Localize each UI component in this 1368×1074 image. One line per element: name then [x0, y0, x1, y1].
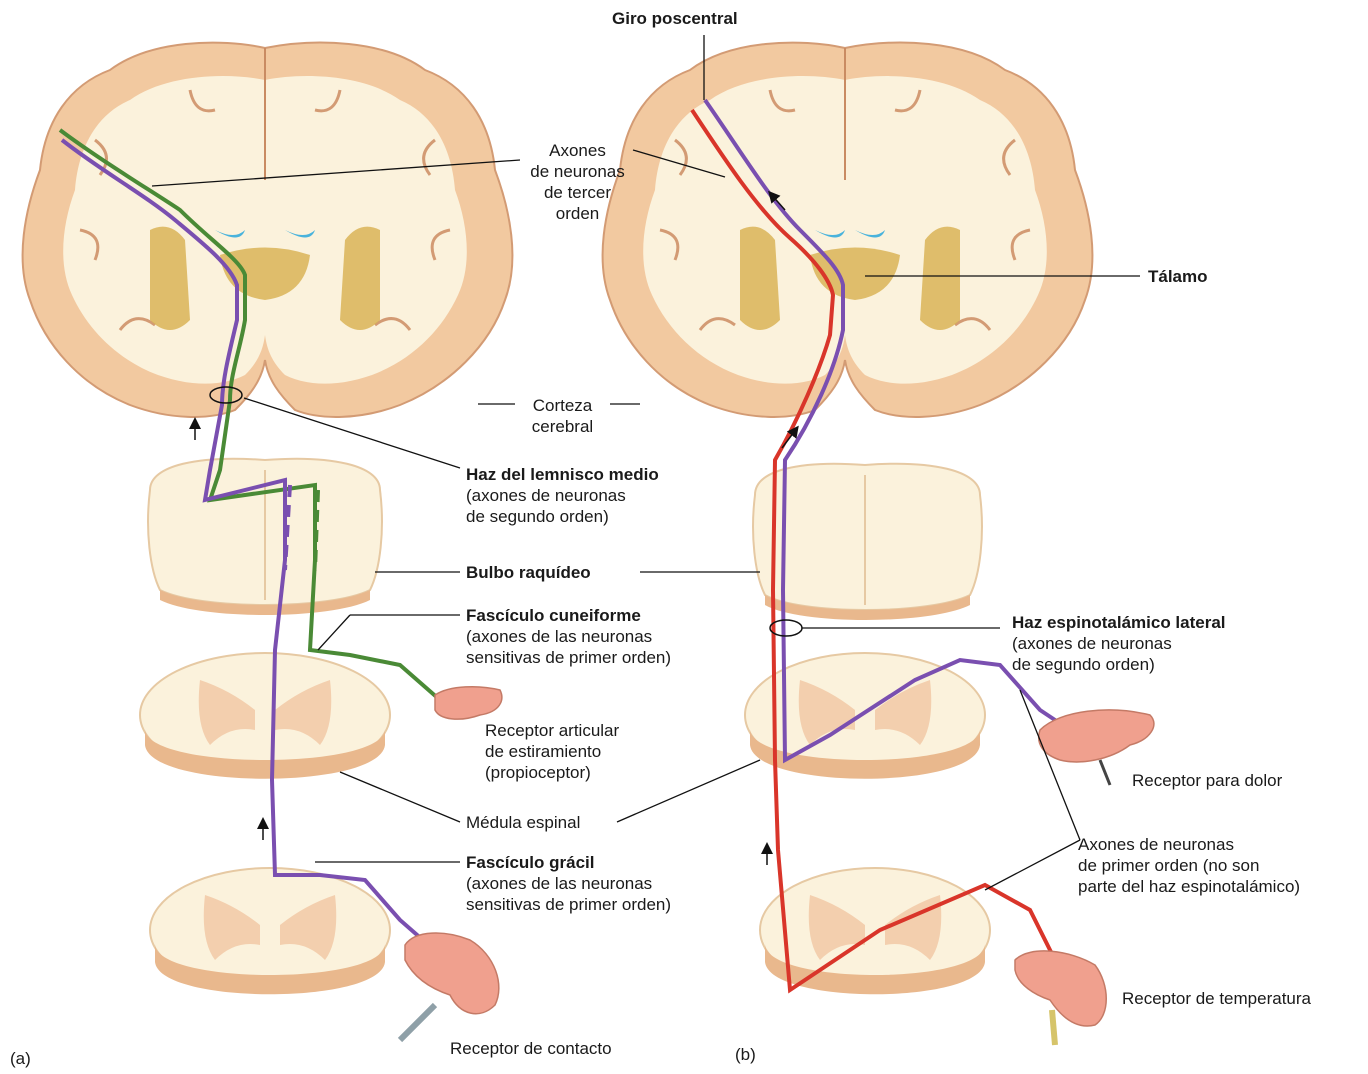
label-corteza-cerebral: Corteza cerebral: [515, 395, 610, 437]
spinal-cord-section-a-lower: [150, 868, 390, 994]
panel-b: [603, 43, 1154, 1045]
label-haz-lemnisco-medio: Haz del lemnisco medio (axones de neuron…: [466, 464, 659, 527]
panel-tag-a: (a): [10, 1048, 31, 1069]
brain-coronal-section-b: [603, 43, 1093, 417]
medulla-section-b: [753, 464, 982, 620]
label-axones-tercer-orden: Axones de neuronas de tercer orden: [520, 140, 635, 224]
label-receptor-articular: Receptor articular de estiramiento (prop…: [485, 720, 619, 783]
brain-coronal-section-a: [23, 43, 513, 417]
label-fasciculo-cuneiforme: Fascículo cuneiforme (axones de las neur…: [466, 605, 671, 668]
hand-receptor-b: [1039, 710, 1154, 762]
panel-tag-b: (b): [735, 1044, 756, 1065]
label-receptor-dolor: Receptor para dolor: [1132, 770, 1282, 791]
joint-receptor-a: [435, 687, 502, 719]
spinal-cord-section-a-upper: [140, 653, 390, 779]
medulla-section-a: [148, 459, 382, 615]
spinal-cord-section-b-upper: [745, 653, 985, 779]
label-talamo: Tálamo: [1148, 266, 1208, 287]
foot-receptor-a: [405, 933, 499, 1014]
label-bulbo-raquideo: Bulbo raquídeo: [466, 562, 591, 583]
panel-a: [23, 43, 513, 1040]
label-receptor-temperatura: Receptor de temperatura: [1122, 988, 1311, 1009]
foot-receptor-b: [1015, 951, 1106, 1026]
label-axones-primer-orden: Axones de neuronas de primer orden (no s…: [1078, 834, 1300, 897]
label-fasciculo-gracil: Fascículo grácil (axones de las neuronas…: [466, 852, 671, 915]
label-haz-espinotalamico: Haz espinotalámico lateral (axones de ne…: [1012, 612, 1226, 675]
label-receptor-contacto: Receptor de contacto: [450, 1038, 612, 1059]
label-medula-espinal: Médula espinal: [466, 812, 580, 833]
label-giro-poscentral: Giro poscentral: [612, 8, 738, 29]
